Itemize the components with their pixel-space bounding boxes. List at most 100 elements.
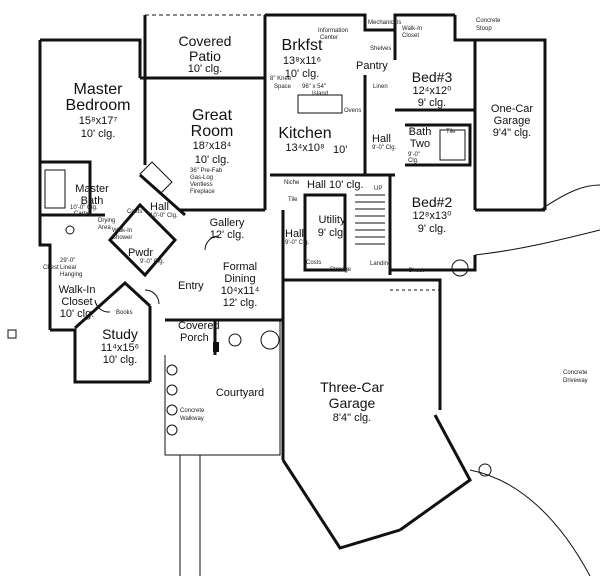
note-knee-space-2: Space: [274, 84, 292, 90]
bed2-name: Bed#2: [411, 194, 453, 210]
note-landing: Landing: [370, 261, 392, 267]
note-concrete-walkway-2: Walkway: [180, 416, 204, 422]
breakfast-clg: 10' clg.: [284, 68, 320, 80]
garage-door-dash: [390, 289, 441, 410]
great-dim: 18⁷x18⁴: [192, 140, 232, 152]
shrub-1: [451, 259, 469, 277]
wall-master-north: [40, 38, 142, 78]
breakfast-name: Brkfst: [281, 37, 323, 54]
formal-name: Formal: [222, 261, 258, 273]
note-mb-carpet: Carpet: [74, 211, 93, 217]
great-clg: 10' clg.: [194, 154, 230, 166]
wall-bed2-south: [390, 255, 477, 272]
wall-bath-two: [405, 123, 472, 167]
note-linear-hanging-3: Hanging: [60, 272, 83, 278]
note-pantry: Pantry: [356, 60, 388, 72]
formal-dim: 10⁴x11⁴: [220, 285, 260, 297]
note-up: UP: [374, 186, 383, 192]
toilet: [65, 225, 75, 235]
note-drying-area: Drying: [98, 218, 116, 224]
entry-name: Entry: [178, 280, 204, 292]
note-chest-left: Chest: [43, 265, 59, 271]
hall-mid-name: Hall 10' clg.: [307, 179, 364, 191]
bed3-dim: 12⁴x12⁰: [412, 85, 452, 97]
formal-name-2: Dining: [224, 273, 256, 285]
note-bath-clg-2: Clg.: [408, 158, 419, 164]
note-ovens: Ovens: [344, 108, 362, 114]
master-name: Master: [73, 81, 123, 98]
onecar-name: One-Car: [490, 103, 534, 115]
master-bath-name-2: Bath: [80, 195, 104, 207]
note-fireplace: 36" Pre-Fab: [190, 168, 223, 174]
note-linear-hanging: 29'-0": [60, 258, 76, 264]
utility-clg: 9' clg.: [317, 227, 347, 239]
wall-walkin-south: [50, 328, 150, 384]
note-tile-bath: Tile: [446, 129, 456, 135]
utility-box: [7, 329, 17, 339]
note-chest: Chest: [408, 268, 424, 274]
pwdr-name: Pwdr: [128, 247, 154, 259]
walkin-name: Walk-In: [58, 284, 96, 296]
wall-breakfast-north: [265, 13, 455, 32]
wall-study-diagonal: [73, 280, 152, 330]
master-name-2: Bedroom: [65, 97, 131, 114]
driveway-curve2: [539, 184, 600, 211]
note-walkin-closet: Walk-In: [402, 26, 423, 32]
note-storage: Storage: [330, 267, 352, 273]
porch-name-2: Porch: [180, 332, 209, 344]
hall-bed-clg: 9'-0" Clg.: [372, 145, 397, 151]
courtyard-name: Courtyard: [215, 387, 265, 399]
patio-clg: 10' clg.: [187, 63, 223, 75]
walkin-name-2: Closet: [61, 296, 93, 308]
wall-garage-bottom: [281, 459, 401, 550]
note-linen: Linen: [373, 84, 388, 90]
planter-1: [260, 330, 280, 350]
gallery-clg: 12' clg.: [209, 229, 245, 241]
hall-left-clg: 10'-0" Clg.: [150, 213, 178, 219]
note-tile-hall: Tile: [288, 197, 298, 203]
three-car-name: Three-Car: [320, 379, 384, 395]
wall-masterbath: [40, 160, 92, 215]
hall-left-name: Hall: [150, 201, 169, 213]
bed2-dim: 12⁸x13⁰: [412, 210, 452, 222]
note-niche: Niche: [284, 180, 300, 186]
note-concrete-stoop: Concrete: [476, 18, 501, 24]
great-name: Great: [191, 107, 233, 124]
courtyard-outline: [164, 320, 281, 456]
master-bath-name: Master: [75, 183, 109, 195]
gallery-name: Gallery: [209, 217, 245, 229]
tub: [44, 169, 66, 209]
note-island: 96" x 54": [302, 84, 326, 90]
note-knee-space: 8" Knee: [270, 76, 292, 82]
note-mechanical: Mechanicals: [368, 20, 402, 26]
bath-two-tub: [439, 129, 466, 161]
wall-pwdr-diag: [107, 202, 178, 278]
wall-utility: [303, 193, 347, 272]
onecar-clg: 9'4" clg.: [492, 127, 532, 139]
kitchen-clg: 10': [333, 144, 348, 156]
note-walkin-shower-2: Shower: [112, 235, 133, 241]
kitchen-name: Kitchen: [278, 125, 332, 142]
fireplace: [139, 161, 173, 195]
tree-3: [166, 404, 178, 416]
note-fireplace-3: Ventless: [190, 182, 213, 188]
note-concrete-stoop-2: Stoop: [476, 26, 492, 32]
note-mb-clg: 10'-0" Clg.: [70, 205, 98, 211]
note-costs-left: Costs: [127, 209, 143, 215]
note-fireplace-4: Fireplace: [190, 189, 215, 195]
breakfast-dim: 13⁸x11⁶: [282, 55, 322, 67]
porch-post: [213, 342, 219, 352]
note-bath-clg: 9'-0": [408, 152, 420, 158]
great-name-2: Room: [190, 123, 234, 140]
utility-name: Utility: [318, 214, 346, 226]
bath-two-name-2: Two: [409, 138, 431, 150]
hall-right-name: Hall: [285, 228, 304, 240]
three-car-clg: 8'4" clg.: [332, 412, 372, 424]
driveway-curve: [474, 229, 600, 256]
bed2-clg: 9' clg.: [417, 223, 447, 235]
bed3-name: Bed#3: [411, 69, 453, 85]
patio-name: Covered: [178, 33, 232, 49]
three-car-name-2: Garage: [328, 395, 376, 411]
note-info-center: Information: [318, 28, 349, 34]
